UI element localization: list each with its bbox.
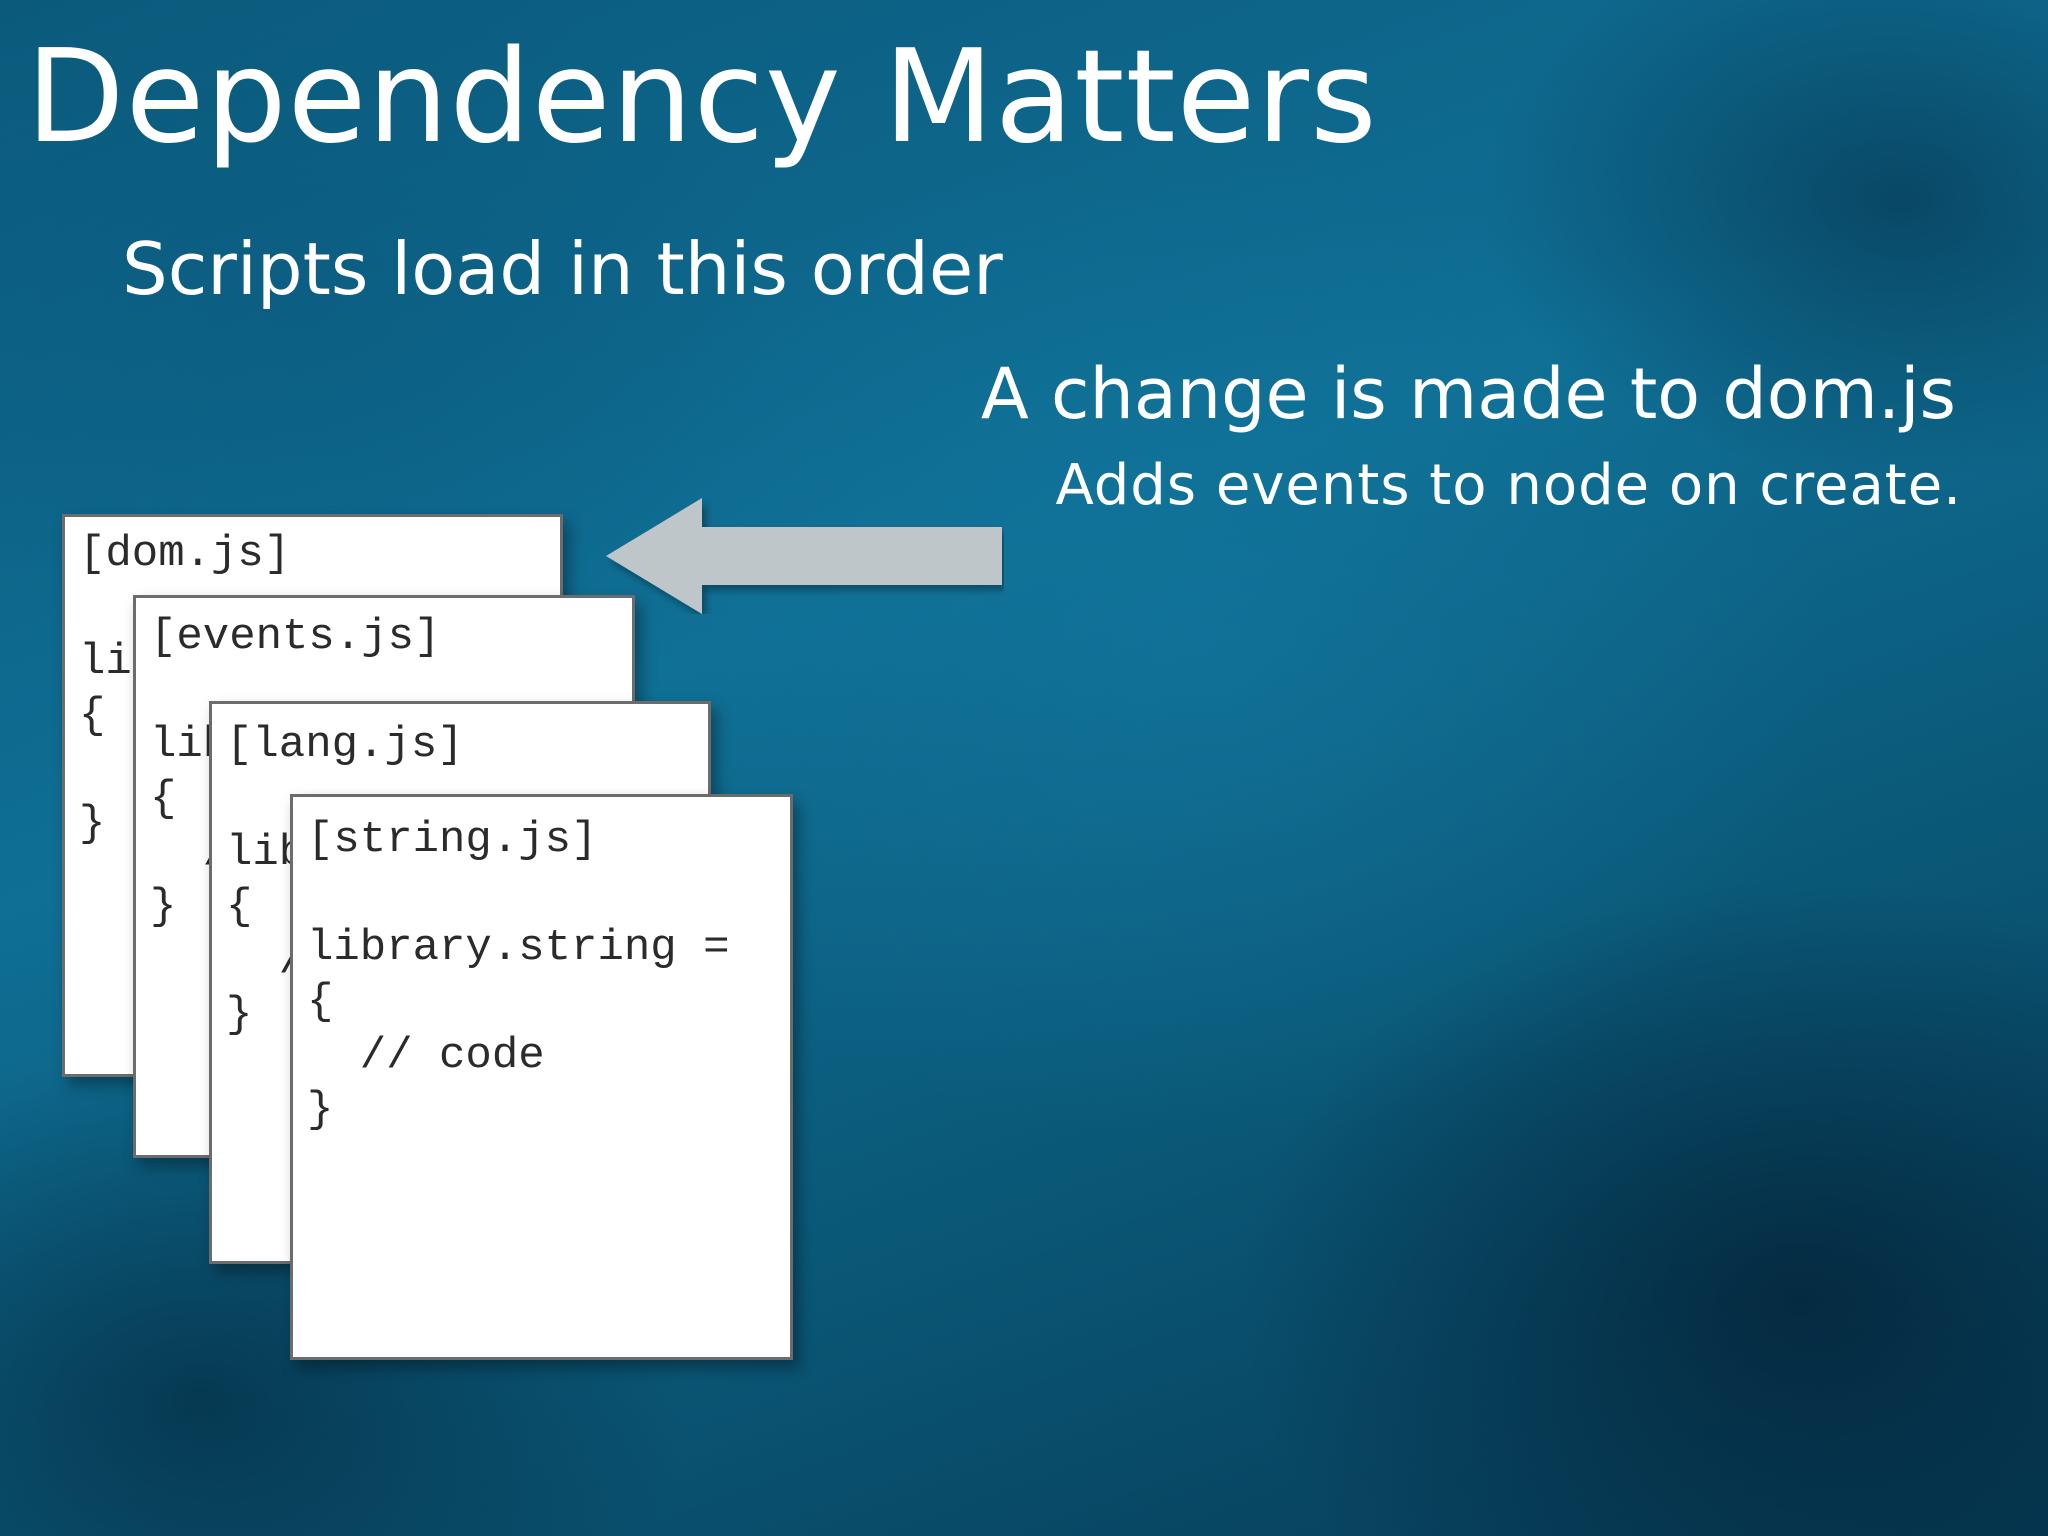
slide-subtitle: Scripts load in this order [122, 227, 1003, 311]
slide-title: Dependency Matters [26, 23, 1378, 172]
file-name: [string.js] [307, 815, 598, 865]
change-note: A change is made to dom.js [980, 353, 1956, 435]
arrow-shape [606, 498, 1002, 614]
file-name: [dom.js] [79, 529, 291, 579]
file-name: [events.js] [150, 612, 441, 662]
file-card-string: [string.js] library.string = { // code } [290, 794, 793, 1360]
file-name: [lang.js] [226, 720, 464, 770]
change-detail: Adds events to node on create. [1055, 453, 1962, 518]
left-arrow-icon [606, 498, 1002, 614]
file-code: library.string = { // code } [307, 923, 730, 1135]
